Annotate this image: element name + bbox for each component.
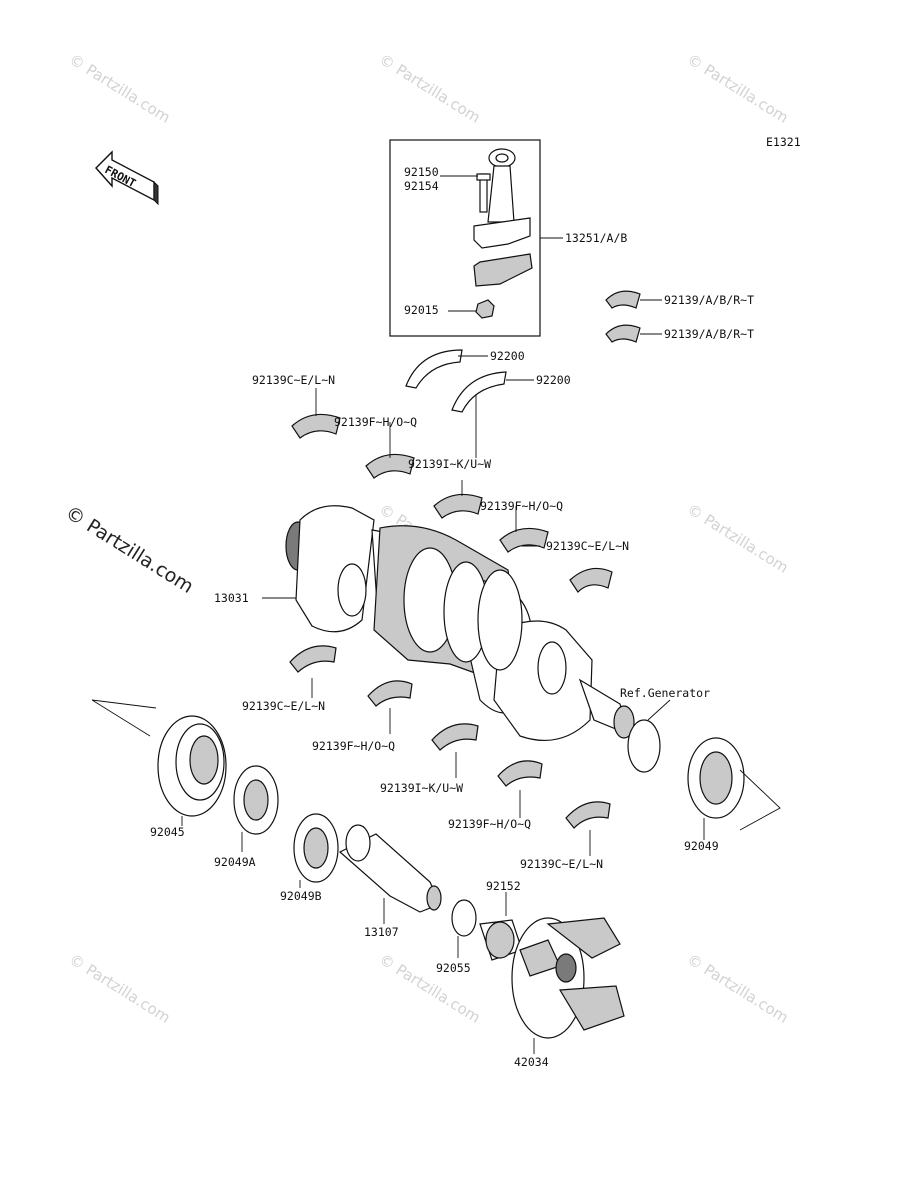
connecting-rod-assembly	[389, 139, 563, 337]
callout-92139f-1: 92139F~H/O~Q	[334, 415, 417, 429]
callout-92049: 92049	[684, 839, 719, 853]
callout-92139i-1: 92139I~K/U~W	[408, 457, 491, 471]
callout-92139c-1: 92139C~E/L~N	[252, 373, 335, 387]
o-ring-collar	[451, 892, 523, 961]
callout-92139f-3: 92139F~H/O~Q	[312, 739, 395, 753]
callout-92139c-4: 92139C~E/L~N	[520, 857, 603, 871]
callout-92139f-2: 92139F~H/O~Q	[480, 499, 563, 513]
callout-42034: 42034	[514, 1055, 549, 1069]
front-arrow-icon: FRONT	[95, 150, 159, 206]
callout-92139-b: 92139/A/B/R~T	[664, 327, 754, 341]
watermark: © Partzilla.com	[66, 950, 174, 1027]
callout-13251: 13251/A/B	[565, 231, 627, 245]
callout-92200-b: 92200	[536, 373, 571, 387]
callout-13107: 13107	[364, 925, 399, 939]
watermark: © Partzilla.com	[684, 950, 792, 1027]
rod-bearings-upper	[605, 290, 662, 343]
watermark: © Partzilla.com	[376, 50, 484, 127]
callout-92139f-4: 92139F~H/O~Q	[448, 817, 531, 831]
thrust-washers	[405, 349, 534, 413]
watermark: © Partzilla.com	[66, 50, 174, 127]
watermark: © Partzilla.com	[684, 500, 792, 577]
callout-92055: 92055	[436, 961, 471, 975]
diagram-code: E1321	[766, 135, 801, 149]
output-shaft	[338, 824, 442, 924]
callout-92139c-2: 92139C~E/L~N	[546, 539, 629, 553]
callout-92139c-3: 92139C~E/L~N	[242, 699, 325, 713]
generator-seal	[627, 699, 781, 840]
coupling	[511, 917, 625, 1054]
oil-seals	[233, 765, 339, 888]
callout-92049a: 92049A	[214, 855, 256, 869]
callout-92015: 92015	[404, 303, 439, 317]
ball-bearing	[91, 699, 227, 826]
watermark: © Partzilla.com	[684, 50, 792, 127]
callout-92139i-2: 92139I~K/U~W	[380, 781, 463, 795]
crankshaft	[262, 505, 635, 742]
watermark-prominent: © Partzilla.com	[61, 502, 197, 598]
main-bearing-shells	[289, 388, 613, 856]
callout-92049b: 92049B	[280, 889, 322, 903]
callout-92150: 92150	[404, 165, 439, 179]
callout-13031: 13031	[214, 591, 249, 605]
callout-92152: 92152	[486, 879, 521, 893]
callout-92045: 92045	[150, 825, 185, 839]
callout-92139-a: 92139/A/B/R~T	[664, 293, 754, 307]
callout-92200-a: 92200	[490, 349, 525, 363]
callout-92154: 92154	[404, 179, 439, 193]
callout-ref-generator: Ref.Generator	[620, 686, 710, 700]
